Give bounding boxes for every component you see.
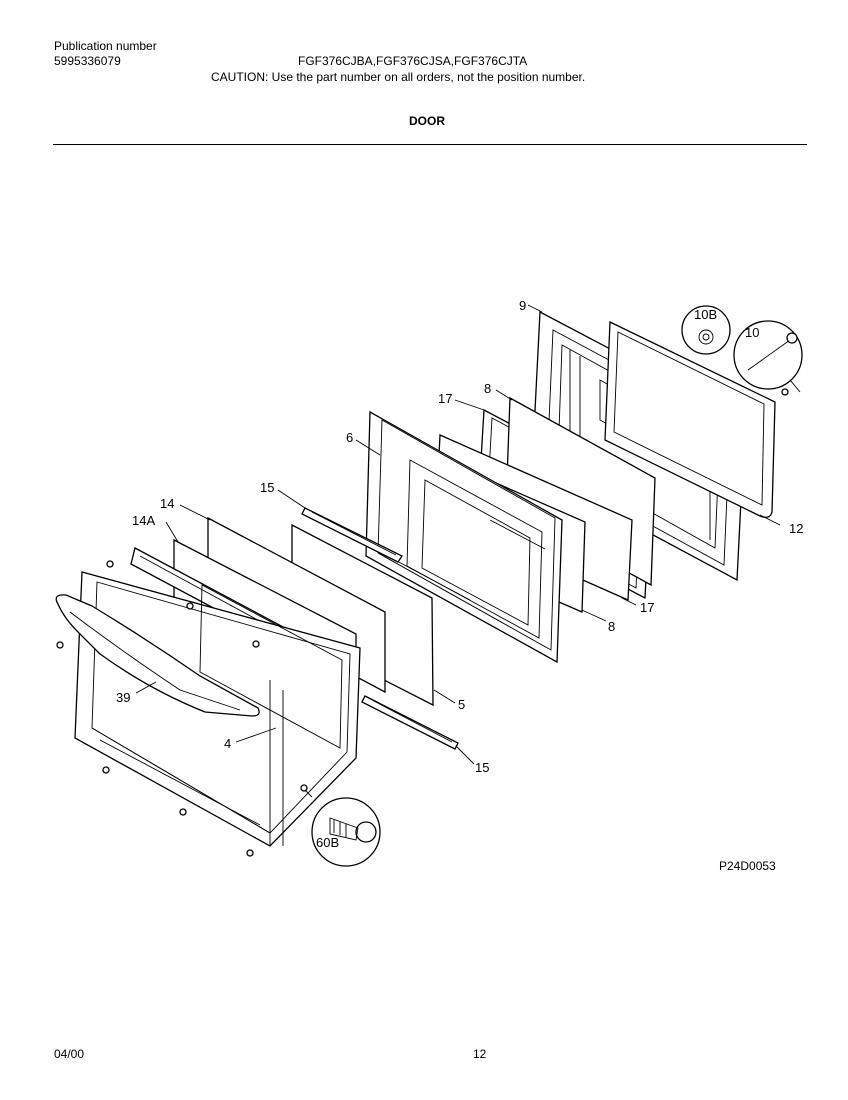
part-12-gasket (604, 320, 776, 518)
page-number: 12 (473, 1047, 487, 1061)
callout-8-top: 8 (484, 381, 491, 396)
callout-60b: 60B (316, 835, 339, 850)
header-rule (53, 144, 807, 145)
callout-6: 6 (346, 430, 353, 445)
part-6-door-frame (365, 410, 563, 664)
caution-note: CAUTION: Use the part number on all orde… (211, 70, 586, 84)
callout-9: 9 (519, 298, 526, 313)
drawing-id: P24D0053 (719, 859, 776, 873)
callout-17-top: 17 (438, 391, 452, 406)
detail-60b-screw (304, 789, 381, 867)
door-screws (56, 388, 789, 857)
callout-17-bottom: 17 (640, 600, 654, 615)
model-numbers: FGF376CJBA,FGF376CJSA,FGF376CJTA (298, 54, 528, 68)
part-15-bottom-rail (361, 695, 459, 750)
callout-15-bottom: 15 (475, 760, 489, 775)
publication-number: 5995336079 (54, 54, 121, 68)
callout-8-bottom: 8 (608, 619, 615, 634)
detail-10-bolt (733, 320, 803, 393)
callout-4: 4 (224, 736, 231, 751)
callout-15-top: 15 (260, 480, 274, 495)
callout-14: 14 (160, 496, 174, 511)
callout-10b: 10B (694, 307, 717, 322)
footer-date: 04/00 (54, 1047, 85, 1061)
callout-10: 10 (745, 325, 759, 340)
callout-12: 12 (789, 521, 803, 536)
leader-lines (135, 304, 781, 765)
callout-5: 5 (458, 697, 465, 712)
part-39-handle (55, 594, 260, 717)
section-title: DOOR (409, 114, 445, 128)
detail-10b (681, 305, 731, 355)
publication-label: Publication number (54, 39, 157, 53)
callout-39: 39 (116, 690, 130, 705)
callout-14a: 14A (132, 513, 155, 528)
part-15-top-rail (301, 507, 403, 563)
